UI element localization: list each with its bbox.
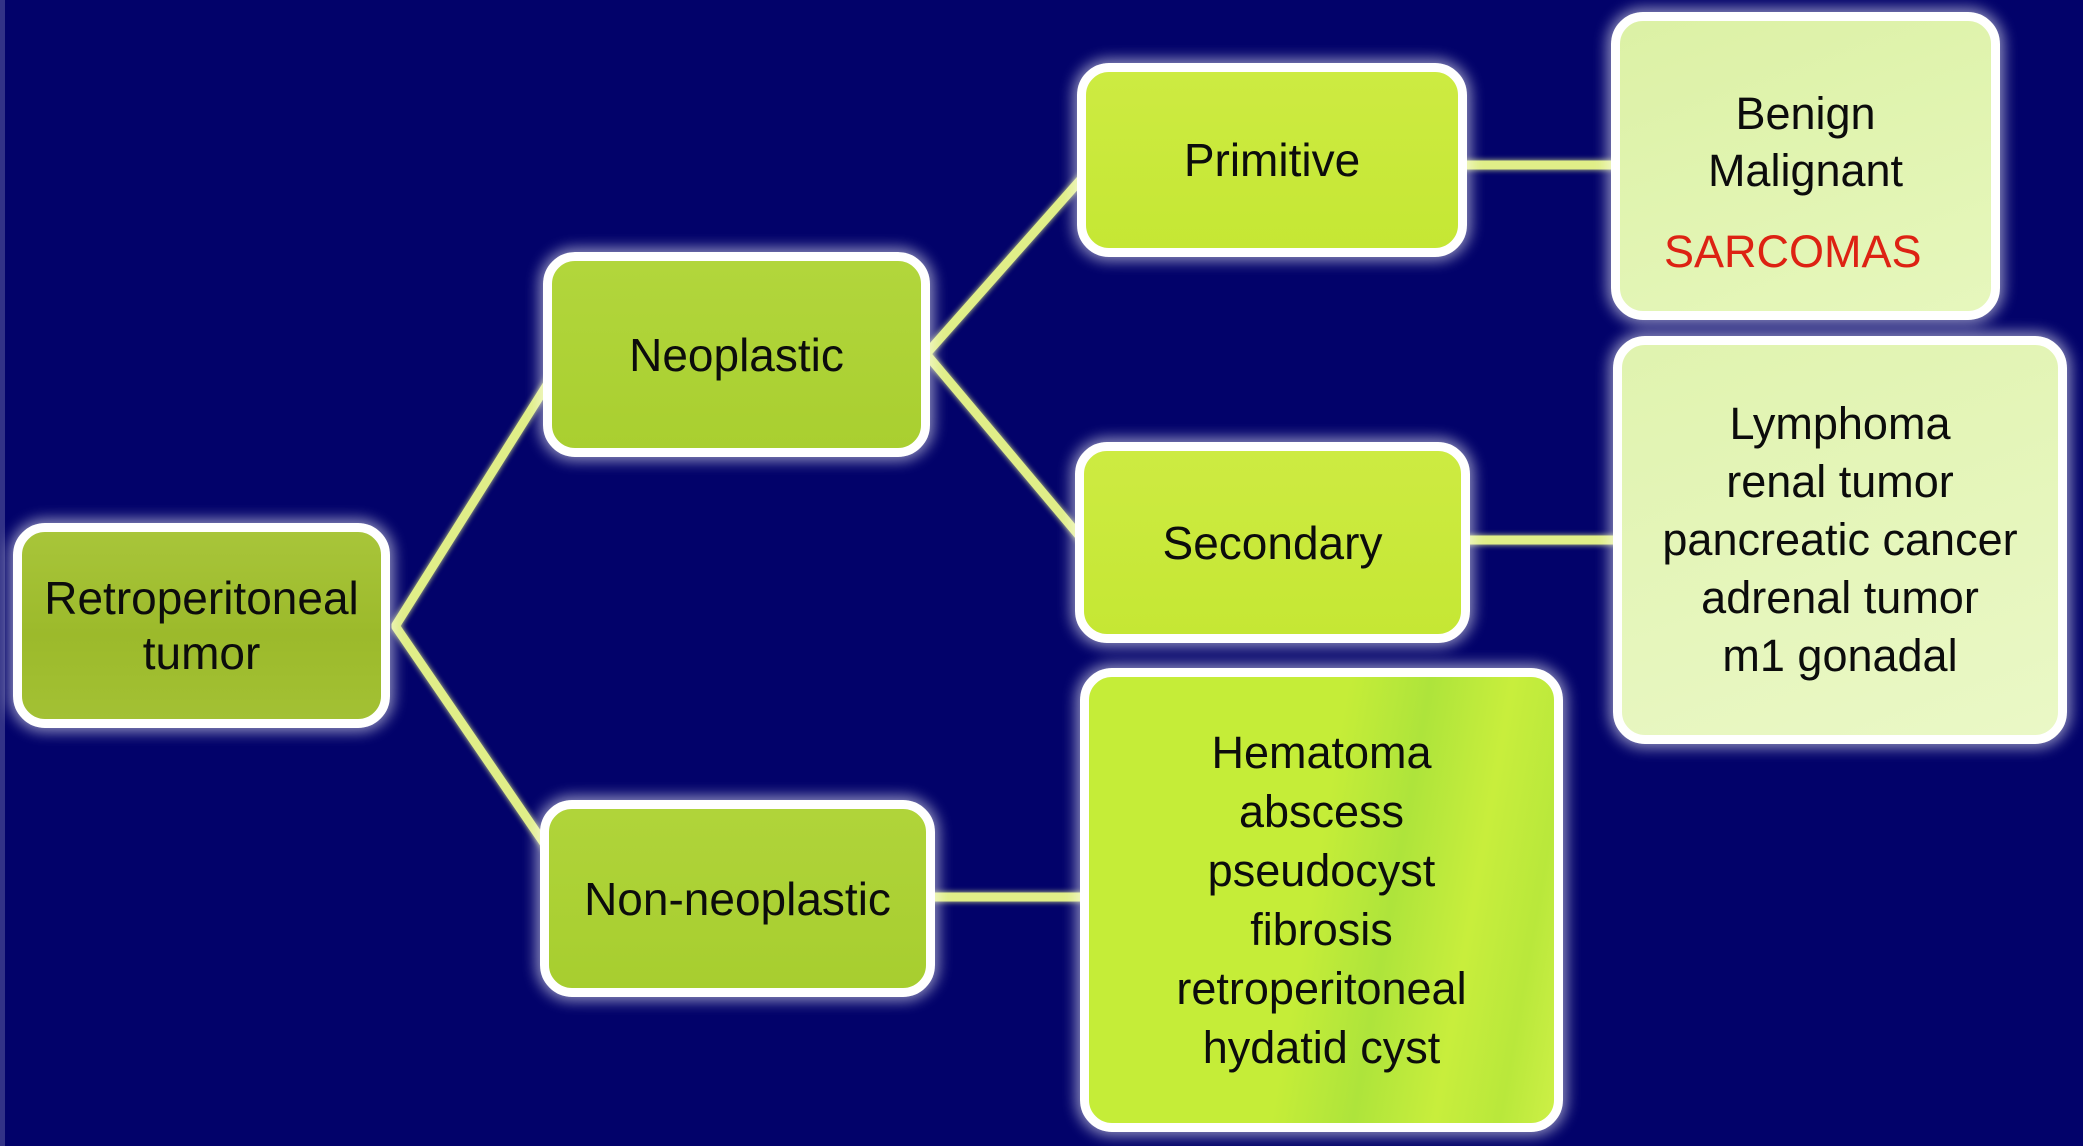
node-primitive: Primitive — [1077, 63, 1467, 257]
edge-neoplastic-secondary — [923, 351, 1086, 543]
primitive-type-malignant: Malignant — [1707, 145, 1904, 196]
node-secondary-label: Secondary — [1162, 516, 1383, 569]
secondary-type-pancreatic-cancer: pancreatic cancer — [1662, 514, 2018, 565]
non-neoplastic-type-fibrosis: fibrosis — [1250, 904, 1393, 955]
secondary-type-renal-tumor: renal tumor — [1726, 456, 1954, 507]
edge-neoplastic-primitive — [923, 172, 1088, 357]
left-edge-artifact — [0, 0, 5, 1146]
node-neoplastic-label: Neoplastic — [629, 328, 844, 381]
secondary-type-adrenal-tumor: adrenal tumor — [1701, 572, 1979, 623]
non-neoplastic-type-pseudocyst: pseudocyst — [1207, 845, 1436, 896]
node-retroperitoneal-tumor: Retroperitoneal tumor — [13, 523, 390, 728]
sarcomas-highlight: SARCOMAS — [1664, 226, 1922, 277]
node-primitive-types: Benign Malignant SARCOMAS — [1611, 12, 2000, 320]
secondary-type-m1-gonadal: m1 gonadal — [1722, 630, 1958, 681]
node-secondary-types: Lymphoma renal tumor pancreatic cancer a… — [1613, 336, 2067, 744]
node-primitive-label: Primitive — [1183, 134, 1361, 186]
node-secondary: Secondary — [1075, 442, 1470, 643]
primitive-type-benign: Benign — [1735, 88, 1876, 139]
node-non-neoplastic: Non-neoplastic — [540, 800, 935, 997]
secondary-type-lymphoma: Lymphoma — [1729, 398, 1951, 449]
edge-root-non-neoplastic — [391, 622, 555, 857]
node-neoplastic: Neoplastic — [543, 252, 930, 457]
node-non-neoplastic-label: Non-neoplastic — [584, 872, 891, 925]
edge-root-neoplastic — [391, 375, 555, 630]
node-retroperitoneal-tumor-label: Retroperitoneal tumor — [44, 572, 359, 679]
non-neoplastic-type-abscess: abscess — [1238, 786, 1405, 837]
non-neoplastic-type-hematoma: Hematoma — [1211, 727, 1432, 778]
node-non-neoplastic-types: Hematoma abscess pseudocyst fibrosis ret… — [1080, 668, 1563, 1132]
non-neoplastic-type-hydatid-cyst: hydatid cyst — [1202, 1022, 1441, 1073]
non-neoplastic-type-retroperitoneal: retroperitoneal — [1176, 963, 1467, 1014]
